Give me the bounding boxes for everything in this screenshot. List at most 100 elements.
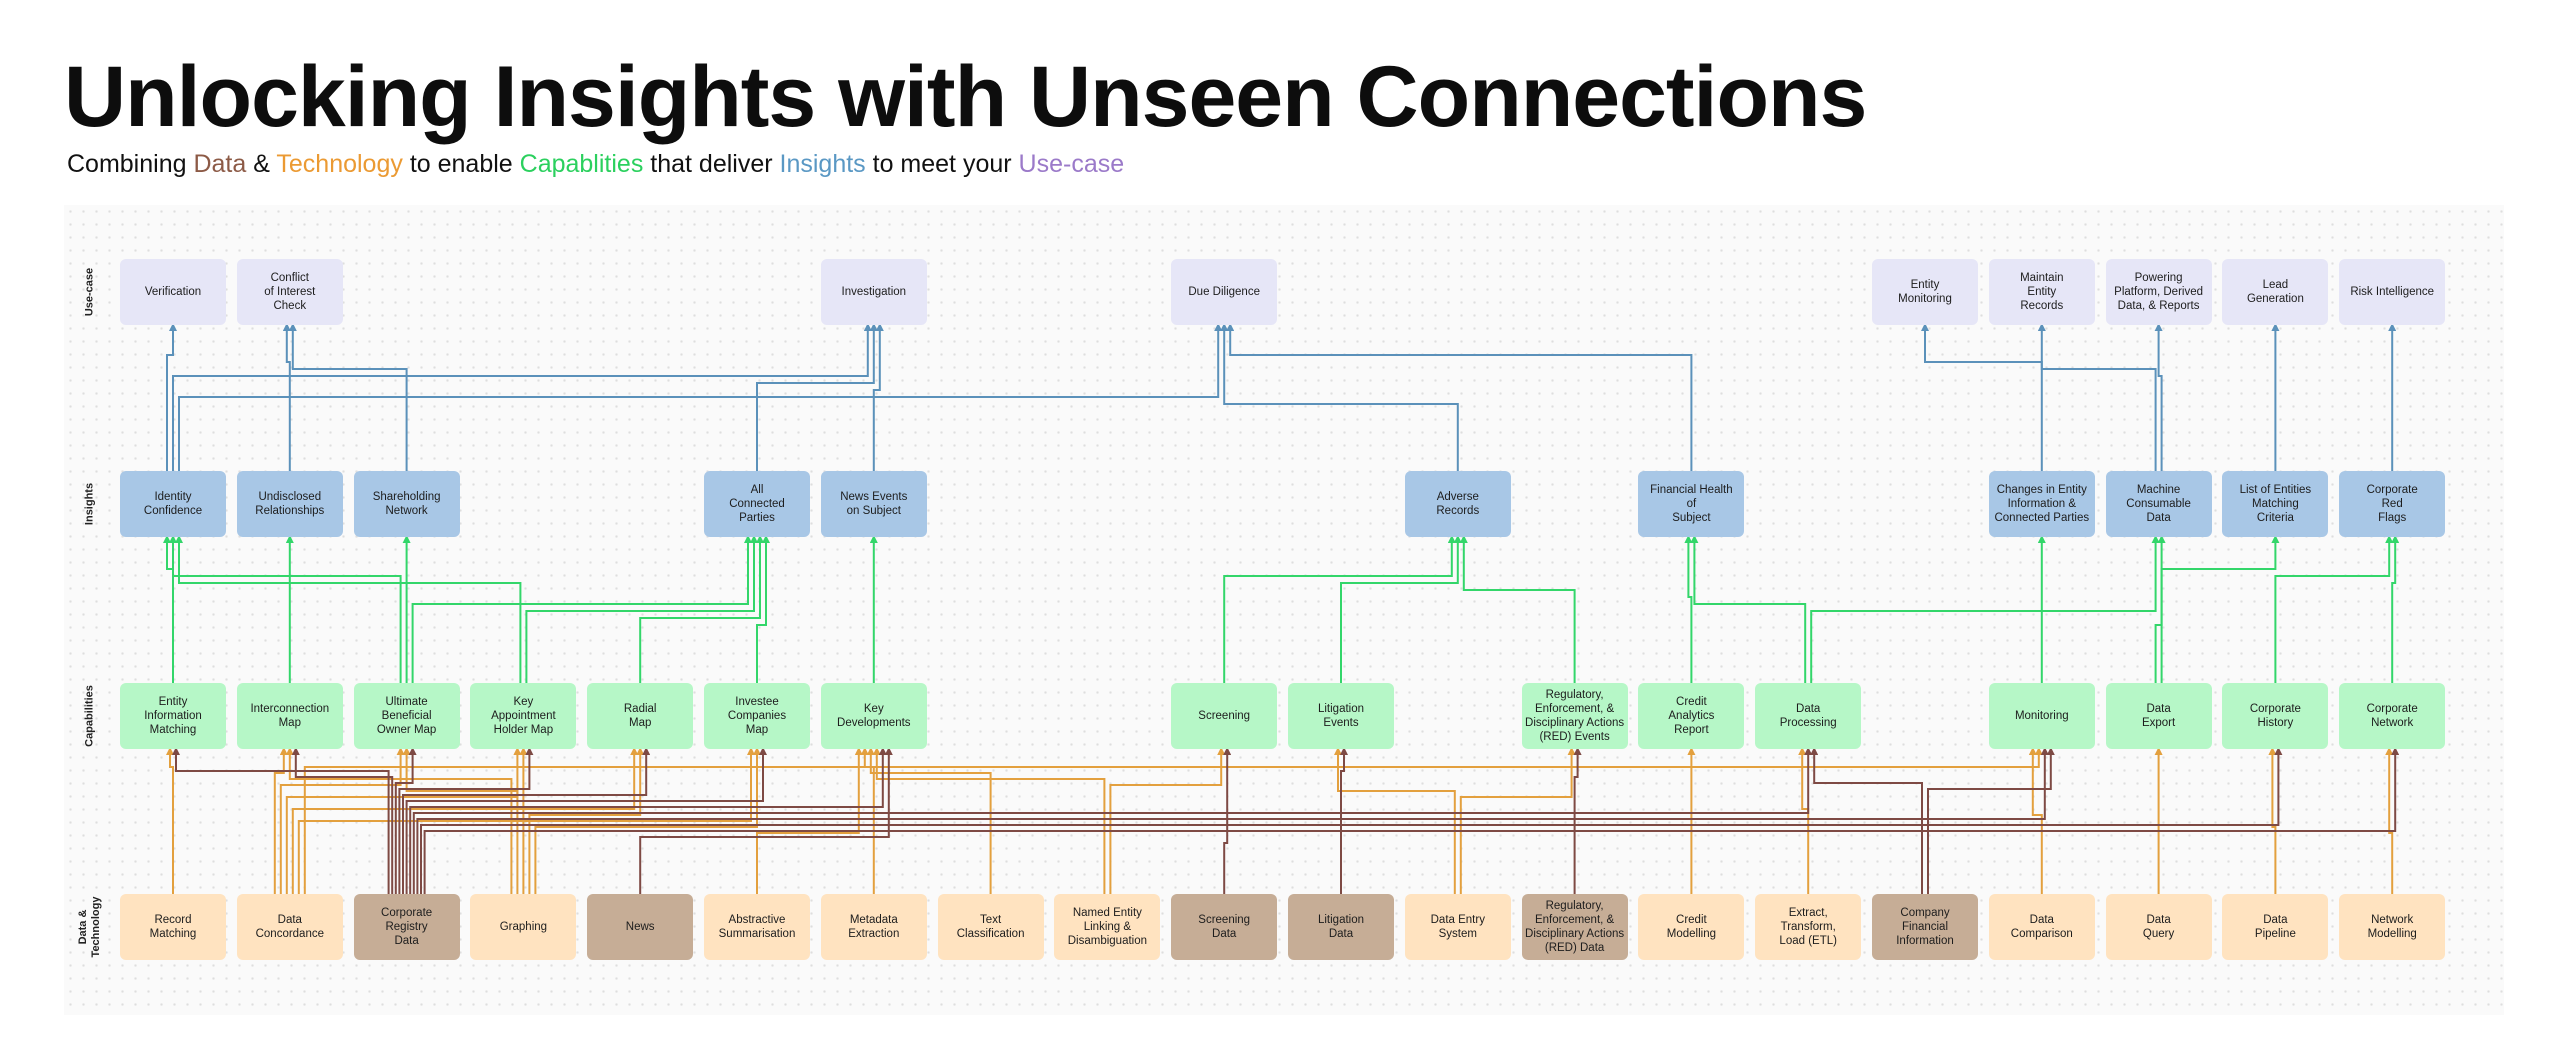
connector-t-cfi-to-c-dataproc <box>1810 747 1923 894</box>
connector-t-news-to-c-keydev <box>639 747 893 894</box>
insight-box-undisclosed: Undisclosed Relationships <box>236 471 343 537</box>
connector-t-entry-to-c-red <box>1459 747 1576 894</box>
insight-box-newsevents: News Events on Subject <box>820 471 927 537</box>
connector-t-etl-to-c-dataproc <box>1798 747 1810 894</box>
subtitle-word-technology: Technology <box>276 150 403 178</box>
connector-c-investee-to-i-allparties <box>756 535 770 683</box>
technology-box-ner: Named Entity Linking & Disambiguation <box>1054 894 1161 960</box>
row-label-text: Insights <box>83 482 96 526</box>
subtitle-text: that deliver <box>643 150 780 178</box>
connector-i-machine-to-u-powering <box>2154 323 2163 471</box>
data-source-box-litdata: Litigation Data <box>1288 894 1394 960</box>
connector-i-undisclosed-to-u-conflict <box>282 323 291 471</box>
connector-c-radial-to-i-allparties <box>639 535 764 683</box>
capability-box-network: Corporate Network <box>2339 683 2446 749</box>
connector-c-history-to-i-redflags <box>2274 535 2394 683</box>
connector-t-concord-to-c-radial <box>291 747 639 894</box>
row-label-text: Use-case <box>83 267 96 317</box>
connector-i-identity-to-u-investigation <box>172 323 872 471</box>
connector-t-pipeline-to-c-history <box>2268 747 2277 894</box>
connector-t-concord-to-c-investee <box>297 747 755 894</box>
capability-box-dataproc: Data Processing <box>1755 683 1862 749</box>
subtitle-word-capabilities: Capablities <box>519 150 644 178</box>
row-label-text: Data & Technology <box>76 896 102 958</box>
connector-c-ubo-to-i-identity <box>169 535 402 683</box>
use-case-box-powering: Powering Platform, Derived Data, & Repor… <box>2105 259 2212 325</box>
capability-box-investee: Investee Companies Map <box>704 683 810 749</box>
connector-i-shareholding-to-u-conflict <box>288 323 408 471</box>
technology-box-abstract: Abstractive Summarisation <box>704 894 810 960</box>
connector-t-registry-to-c-investee <box>405 747 767 894</box>
technology-box-entry: Data Entry System <box>1404 894 1511 960</box>
connector-t-graphing-to-c-ubo <box>402 747 519 894</box>
connector-c-kah-to-i-allparties <box>525 535 758 683</box>
use-case-box-due: Due Diligence <box>1171 259 1278 325</box>
connector-c-dataproc-to-i-finhealth <box>1690 535 1807 683</box>
technology-box-graphing: Graphing <box>470 894 577 960</box>
connector-t-graphing-to-c-radial <box>528 747 645 894</box>
technology-box-record: Record Matching <box>120 894 226 960</box>
connector-i-identity-to-u-verification <box>166 323 177 471</box>
insight-box-identity: Identity Confidence <box>120 471 226 537</box>
subtitle-text: to meet your <box>865 150 1019 178</box>
data-source-box-reddata: Regulatory, Enforcement, & Disciplinary … <box>1521 894 1628 960</box>
capability-box-kah: Key Appointment Holder Map <box>470 683 577 749</box>
insight-box-finhealth: Financial Health of Subject <box>1638 471 1745 537</box>
connector-t-netmodel-to-c-network <box>2385 747 2394 894</box>
use-case-box-risk: Risk Intelligence <box>2339 259 2446 325</box>
connector-t-registry-to-c-history <box>420 747 2283 894</box>
connector-i-allparties-to-u-investigation <box>756 323 878 471</box>
subtitle-text: & <box>246 150 277 178</box>
use-case-box-maintain: Maintain Entity Records <box>1988 259 2095 325</box>
technology-box-concord: Data Concordance <box>236 894 343 960</box>
connector-t-ner-to-c-keydev <box>872 747 1106 894</box>
connector-c-credit-to-i-finhealth <box>1684 535 1693 683</box>
capability-box-eim: Entity Information Matching <box>120 683 226 749</box>
subtitle-text: to enable <box>402 150 520 178</box>
connector-c-litev-to-i-adverse <box>1340 535 1462 683</box>
subtitle-word-use-case: Use-case <box>1018 150 1125 178</box>
connector-t-cfi-to-c-monitoring <box>1927 747 2055 894</box>
connector-t-registry-to-c-keydev <box>409 747 887 894</box>
connector-c-export-to-i-list <box>2160 535 2280 683</box>
connector-i-identity-to-u-due <box>178 323 1223 471</box>
insight-box-redflags: Corporate Red Flags <box>2339 471 2446 537</box>
connector-t-registry-to-c-eim <box>172 747 390 894</box>
connector-t-registry-to-c-radial <box>402 747 651 894</box>
technology-box-pipeline: Data Pipeline <box>2222 894 2329 960</box>
connector-c-network-to-i-redflags <box>2391 535 2400 683</box>
use-case-box-lead: Lead Generation <box>2222 259 2329 325</box>
capability-box-keydev: Key Developments <box>820 683 927 749</box>
connector-t-graphing-to-c-investee <box>534 747 761 894</box>
technology-box-etl: Extract, Transform, Load (ETL) <box>1755 894 1862 960</box>
capability-box-monitoring: Monitoring <box>1988 683 2095 749</box>
page-title: Unlocking Insights with Unseen Connectio… <box>64 49 1867 145</box>
technology-box-compare: Data Comparison <box>1988 894 2095 960</box>
connector-t-textclass-to-c-keydev <box>866 747 992 894</box>
connector-t-screendata-to-c-screening <box>1223 747 1232 894</box>
capability-box-intermap: Interconnection Map <box>236 683 343 749</box>
row-label-text: Capabilities <box>83 685 96 747</box>
connector-t-concord-to-c-monitoring <box>303 747 2043 894</box>
connector-t-abstract-to-c-keydev <box>756 747 863 894</box>
connector-c-red-to-i-adverse <box>1459 535 1576 683</box>
connector-t-concord-to-c-intermap <box>273 747 288 894</box>
connector-c-ubo-to-i-allparties <box>411 535 752 683</box>
connector-t-registry-to-c-ubo <box>394 747 417 894</box>
capability-box-screening: Screening <box>1171 683 1278 749</box>
capability-box-export: Data Export <box>2105 683 2212 749</box>
connector-t-registry-to-c-kah <box>398 747 534 894</box>
connector-t-compare-to-c-monitoring <box>2028 747 2043 894</box>
connector-i-newsevents-to-u-investigation <box>872 323 884 471</box>
subtitle-word-data: Data <box>193 150 247 178</box>
technology-box-creditmod: Credit Modelling <box>1638 894 1745 960</box>
technology-box-metadata: Metadata Extraction <box>820 894 927 960</box>
connector-t-registry-to-c-monitoring <box>416 747 2049 894</box>
insight-box-machine: Machine Consumable Data <box>2105 471 2212 537</box>
capability-box-ubo: Ultimate Beneficial Owner Map <box>353 683 460 749</box>
connector-t-reddata-to-c-red <box>1573 747 1582 894</box>
insight-box-shareholding: Shareholding Network <box>353 471 460 537</box>
connector-t-registry-to-c-intermap <box>291 747 394 894</box>
data-source-box-screendata: Screening Data <box>1171 894 1278 960</box>
